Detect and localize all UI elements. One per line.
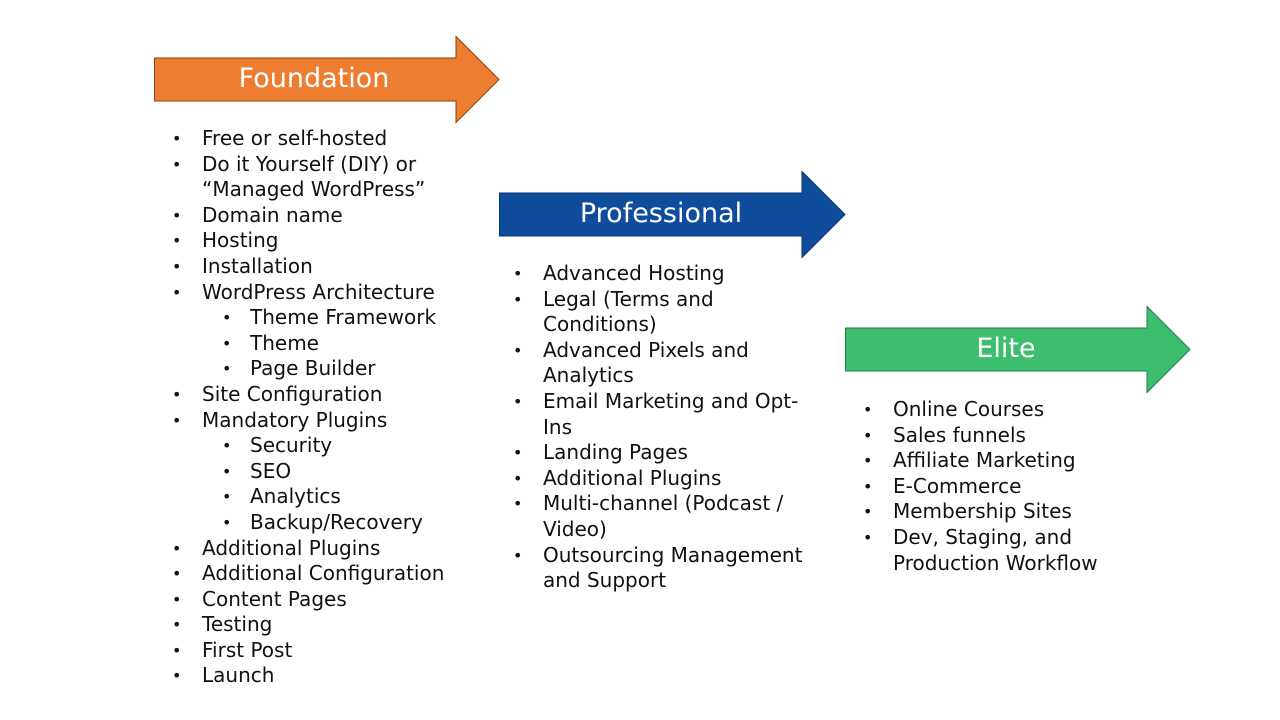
list-item-text: Do it Yourself (DIY) or “Managed WordPre… — [202, 151, 426, 202]
list-item: Email Marketing and Opt-Ins — [495, 389, 815, 440]
list-item: Launch — [154, 663, 474, 689]
list-item: Free or self-hosted — [154, 126, 474, 152]
sub-list-item-text: Page Builder — [250, 356, 376, 381]
list-item: Advanced Pixels and Analytics — [495, 338, 815, 389]
sub-list-item: Security — [202, 433, 474, 459]
sub-list: SecuritySEOAnalyticsBackup/Recovery — [202, 433, 474, 535]
sub-list-item: Theme — [202, 331, 474, 357]
list-item: E-Commerce — [845, 474, 1145, 500]
elite-arrow-polygon — [845, 305, 1191, 394]
elite-arrow: Elite — [845, 305, 1191, 394]
sub-list-item-text: Theme Framework — [250, 305, 437, 330]
list-item-text: Legal (Terms and Conditions) — [543, 286, 714, 337]
list-item-text: Hosting — [202, 228, 279, 253]
list-item: Content Pages — [154, 587, 474, 613]
list-item: Membership Sites — [845, 499, 1145, 525]
list-item-text: Additional Plugins — [543, 465, 722, 490]
foundation-arrow-label: Foundation — [238, 63, 390, 94]
professional-arrow-polygon — [499, 170, 846, 259]
sub-list-item-text: SEO — [250, 458, 292, 483]
list-item-text: Multi-channel (Podcast / Video) — [543, 491, 784, 541]
list-item-text: Sales funnels — [893, 422, 1026, 447]
list-item-text: E-Commerce — [893, 473, 1022, 498]
foundation-arrow-polygon — [154, 35, 500, 124]
list-item: Advanced Hosting — [495, 261, 815, 287]
list-item: Affiliate Marketing — [845, 448, 1145, 474]
sub-list-item: Backup/Recovery — [202, 510, 474, 536]
sub-list-item: SEO — [202, 459, 474, 485]
elite-list: Online CoursesSales funnelsAffiliate Mar… — [845, 397, 1145, 576]
list-item-text: Launch — [202, 663, 275, 688]
list-item-text: WordPress Architecture — [202, 279, 435, 304]
list-item-text: Free or self-hosted — [202, 126, 388, 150]
sub-list: Theme FrameworkThemePage Builder — [202, 305, 474, 382]
sub-list-item-text: Analytics — [250, 484, 341, 509]
sub-list-item-text: Backup/Recovery — [250, 509, 423, 534]
list-item: Hosting — [154, 228, 474, 254]
elite-arrow-shape — [845, 305, 1191, 394]
sub-list-item: Page Builder — [202, 356, 474, 382]
list-item: Additional Plugins — [495, 466, 815, 492]
list-item: Additional Plugins — [154, 536, 474, 562]
list-item-text: Additional Plugins — [202, 535, 381, 560]
elite-bullets: Online CoursesSales funnelsAffiliate Mar… — [845, 397, 1145, 576]
list-item: Online Courses — [845, 397, 1145, 423]
list-item-text: Site Configuration — [202, 381, 383, 406]
list-item-text: Online Courses — [893, 397, 1045, 421]
list-item-text: Advanced Pixels and Analytics — [543, 337, 749, 388]
list-item: Do it Yourself (DIY) or “Managed WordPre… — [154, 152, 474, 203]
professional-arrow-label: Professional — [579, 198, 743, 229]
list-item-text: Content Pages — [202, 586, 347, 611]
list-item-text: Affiliate Marketing — [893, 448, 1076, 473]
list-item-text: Advanced Hosting — [543, 261, 725, 285]
sub-list-item-text: Security — [250, 433, 333, 458]
professional-bullets: Advanced HostingLegal (Terms and Conditi… — [495, 261, 815, 594]
professional-arrow: Professional — [499, 170, 846, 259]
foundation-arrow-shape — [154, 35, 500, 124]
list-item: Landing Pages — [495, 440, 815, 466]
sub-list-item: Analytics — [202, 484, 474, 510]
list-item: Legal (Terms and Conditions) — [495, 287, 815, 338]
list-item: WordPress ArchitectureTheme FrameworkThe… — [154, 280, 474, 382]
list-item-text: Outsourcing Management and Support — [543, 542, 803, 593]
foundation-arrow: Foundation — [154, 35, 500, 124]
sub-list-item-text: Theme — [250, 330, 319, 355]
foundation-list: Free or self-hostedDo it Yourself (DIY) … — [154, 126, 474, 689]
elite-arrow-label: Elite — [976, 333, 1036, 364]
list-item: Site Configuration — [154, 382, 474, 408]
list-item-text: Domain name — [202, 202, 343, 227]
sub-list-item: Theme Framework — [202, 305, 474, 331]
list-item-text: Dev, Staging, and Production Workflow — [893, 524, 1098, 575]
list-item-text: Additional Configuration — [202, 561, 445, 586]
list-item: First Post — [154, 638, 474, 664]
list-item-text: Testing — [202, 612, 273, 637]
professional-list: Advanced HostingLegal (Terms and Conditi… — [495, 261, 815, 594]
list-item: Sales funnels — [845, 423, 1145, 449]
list-item: Domain name — [154, 203, 474, 229]
list-item-text: Installation — [202, 253, 313, 278]
list-item: Mandatory PluginsSecuritySEOAnalyticsBac… — [154, 408, 474, 536]
professional-arrow-shape — [499, 170, 846, 259]
list-item: Testing — [154, 612, 474, 638]
list-item: Installation — [154, 254, 474, 280]
list-item-text: Landing Pages — [543, 440, 688, 465]
list-item-text: First Post — [202, 637, 293, 662]
list-item: Dev, Staging, and Production Workflow — [845, 525, 1145, 576]
list-item: Additional Configuration — [154, 561, 474, 587]
foundation-bullets: Free or self-hostedDo it Yourself (DIY) … — [154, 126, 474, 689]
list-item-text: Membership Sites — [893, 499, 1072, 524]
list-item-text: Mandatory Plugins — [202, 407, 388, 432]
list-item-text: Email Marketing and Opt-Ins — [543, 388, 799, 439]
list-item: Multi-channel (Podcast / Video) — [495, 491, 815, 542]
list-item: Outsourcing Management and Support — [495, 543, 815, 594]
